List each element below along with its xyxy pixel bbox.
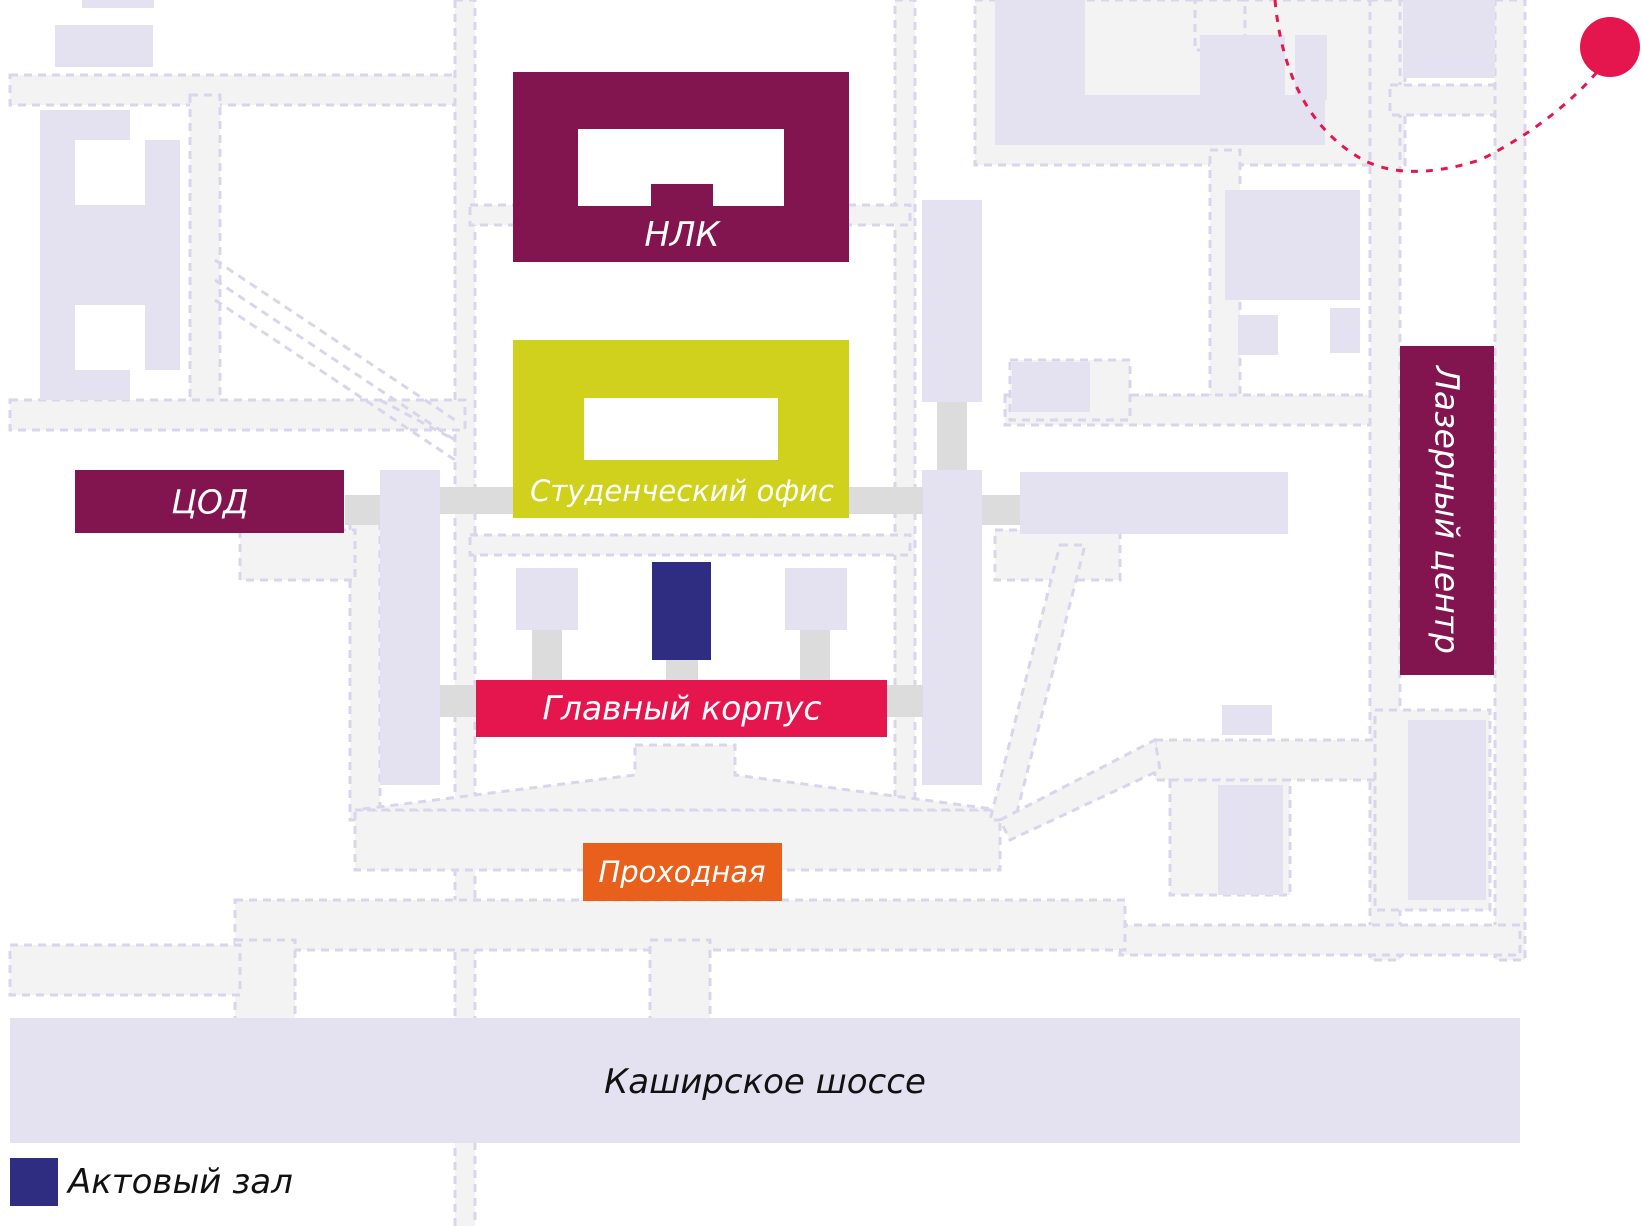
other-buildings	[40, 0, 1495, 900]
checkpoint-body	[583, 843, 782, 901]
building-nlk[interactable]: НЛК	[513, 72, 849, 262]
student-office-label: Студенческий офис	[530, 474, 834, 508]
route-line	[1273, 0, 1609, 173]
building-tsod[interactable]: ЦОД	[75, 470, 344, 533]
route	[1273, 0, 1640, 173]
road-label: Каширское шоссе	[604, 1062, 926, 1102]
main-building-label: Главный корпус	[542, 689, 821, 728]
building-checkpoint[interactable]: Проходная	[583, 843, 782, 901]
building-student-office[interactable]: Студенческий офис	[513, 340, 849, 518]
student-office-courtyard	[584, 398, 778, 460]
assembly-hall-body	[652, 562, 711, 660]
checkpoint-label: Проходная	[598, 855, 765, 889]
legend: Актовый зал	[10, 1158, 293, 1206]
corridors	[345, 402, 1020, 717]
laser-center-label: Лазерный центр	[1428, 365, 1467, 654]
road: Каширское шоссе	[10, 1018, 1520, 1143]
legend-swatch	[10, 1158, 58, 1206]
laser-center-body	[1400, 346, 1494, 675]
nlk-courtyard-notch	[651, 184, 713, 206]
route-end-marker	[1580, 17, 1640, 77]
legend-label: Актовый зал	[66, 1162, 293, 1202]
tsod-label: ЦОД	[171, 483, 248, 522]
tsod-body	[75, 470, 344, 533]
main-building-body	[476, 680, 887, 737]
nlk-label: НЛК	[644, 215, 721, 255]
road-shape	[10, 1018, 1520, 1143]
building-main[interactable]: Главный корпус	[476, 680, 887, 737]
building-assembly-hall[interactable]	[652, 562, 711, 660]
building-laser-center[interactable]: Лазерный центр	[1400, 346, 1494, 675]
